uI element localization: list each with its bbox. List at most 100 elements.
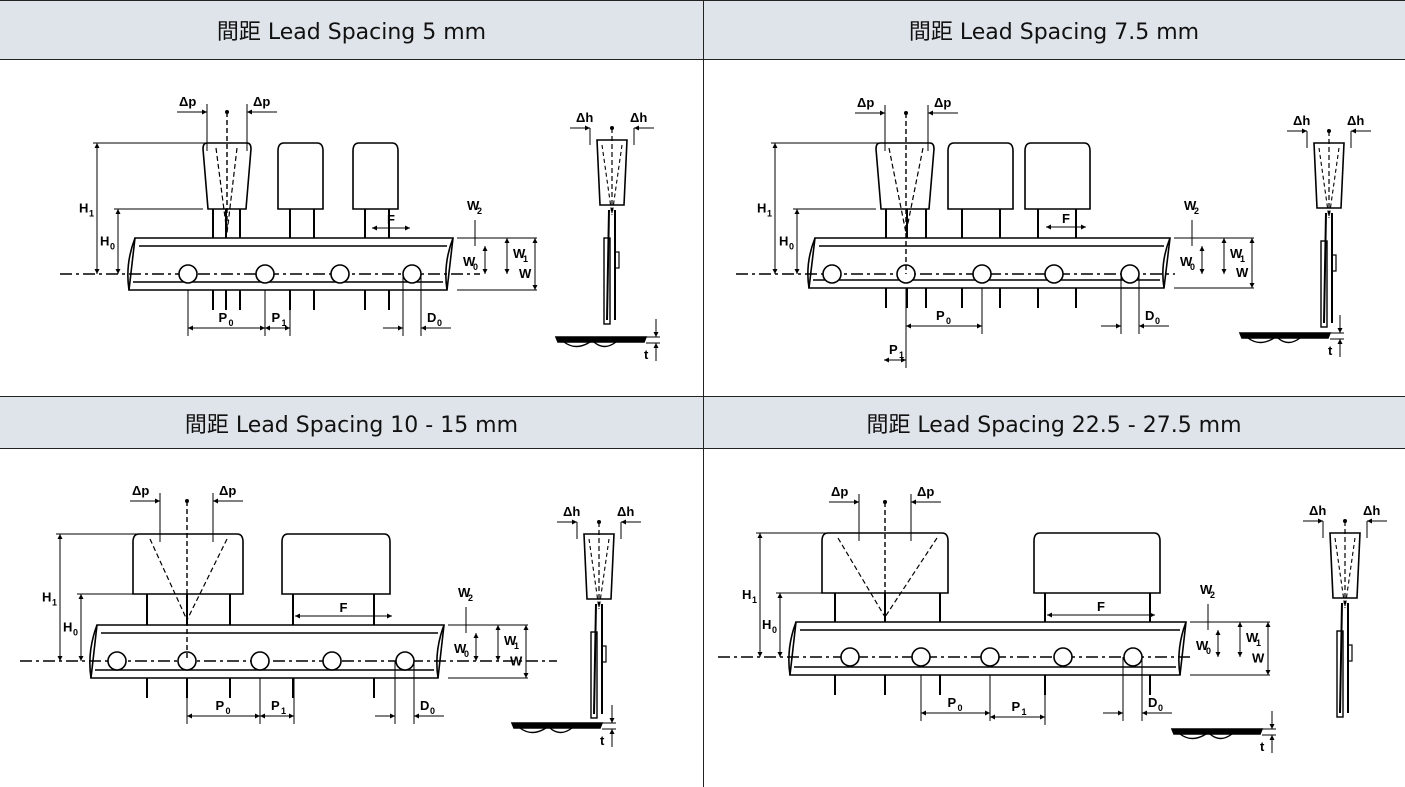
p22-side-lead <box>1339 602 1343 714</box>
p10-w1-label-sub: 1 <box>514 641 519 651</box>
p10-side-tape <box>590 631 598 719</box>
p22-tilt-dashed <box>884 537 938 618</box>
p5-p1-dim-arrow <box>265 325 270 331</box>
p22-w1-dim-arrow <box>1237 622 1243 627</box>
p10-capacitor-body <box>281 533 391 595</box>
p10-side-tilt <box>588 538 600 610</box>
p22-dp-left-label: Δp <box>831 484 848 499</box>
arrowhead <box>928 110 933 116</box>
p75-tape-section <box>1238 332 1332 339</box>
panel-title-p75: 間距 Lead Spacing 7.5 mm <box>703 0 1405 60</box>
p5-f-dim-arrow <box>372 225 377 231</box>
p10-dh-right-label: Δh <box>617 504 634 519</box>
p5-w1-dim-arrow <box>504 269 510 274</box>
p10-dp-dot <box>185 499 189 503</box>
p5-h0-label: H <box>100 234 109 249</box>
p5-w2-label-sub: 2 <box>477 206 482 216</box>
p75-side-body <box>1313 142 1345 209</box>
p75-h0-dim-arrow <box>794 209 800 214</box>
p22-dh-dot <box>1343 519 1347 523</box>
p10-w-dim-arrow <box>523 673 529 678</box>
p5-tape-end-left <box>127 237 136 291</box>
p22-dh-left-label: Δh <box>1309 503 1326 518</box>
p75-w1-dim-arrow <box>1221 238 1227 243</box>
p22-side-tilt <box>1344 537 1356 609</box>
p10-tape-end-right <box>436 624 445 679</box>
p5-w0-label-sub: 0 <box>473 262 478 272</box>
p10-tape-end-left <box>89 624 98 679</box>
p10-w0-dim-arrow <box>473 656 479 661</box>
p5-w1-dim-arrow <box>504 238 510 243</box>
p5-p1-label-sub: 1 <box>282 318 287 328</box>
arrowhead <box>854 499 859 505</box>
p22-capacitor-body <box>1033 532 1161 594</box>
p5-h1-dim-arrow <box>94 269 100 274</box>
arrowhead <box>390 713 395 719</box>
p22-w1-label: W <box>1246 630 1259 645</box>
p5-dp-right-label: Δp <box>253 94 270 109</box>
p75-tilt-dashed <box>888 147 907 234</box>
p22-w0-dim-arrow <box>1215 652 1221 657</box>
p75-p0-dim-arrow <box>977 323 982 329</box>
p22-w1-dim-arrow <box>1237 652 1243 657</box>
p10-h1-dim-arrow <box>57 656 63 661</box>
p5-tape-section <box>554 336 648 343</box>
p75-side-tilt <box>1318 147 1330 219</box>
p75-sprocket-hole <box>1044 264 1064 284</box>
p10-w2-label: W <box>458 585 471 600</box>
p22-side-body <box>1329 532 1361 599</box>
arrowhead <box>155 498 160 504</box>
p22-w0-dim-arrow <box>1215 630 1221 635</box>
arrowhead <box>911 499 916 505</box>
p22-h0-label: H <box>762 617 771 632</box>
arrowhead <box>1118 710 1123 716</box>
p75-tilt-dashed <box>905 147 924 234</box>
p5-p1-label: P <box>272 310 281 325</box>
p22-tape-section-bump <box>1179 733 1207 740</box>
p22-dh-right-label: Δh <box>1363 503 1380 518</box>
p10-p0-dim-arrow <box>255 713 260 719</box>
p75-dp-dot <box>904 111 908 115</box>
p75-p0-label: P <box>936 308 945 323</box>
p10-sprocket-hole <box>250 651 270 671</box>
p22-sprocket-hole <box>911 647 931 667</box>
p75-side-tilt <box>1328 147 1340 219</box>
p10-f-dim-arrow <box>295 613 300 619</box>
p22-tape-end-left <box>788 621 797 676</box>
p75-sprocket-hole <box>822 264 842 284</box>
p10-side-tilt <box>598 538 610 610</box>
p10-h1-label: H <box>42 590 51 605</box>
p22-tape-section <box>1170 728 1264 735</box>
p10-side-lead <box>593 603 597 715</box>
p5-w-dim-arrow <box>532 238 538 243</box>
p22-h1-dim-arrow <box>757 652 763 657</box>
p75-sprocket-hole <box>1120 264 1140 284</box>
p10-p0-label-sub: 0 <box>226 706 231 716</box>
p5-dh-left-label: Δh <box>576 110 593 125</box>
p5-p0-label-sub: 0 <box>229 318 234 328</box>
p10-tape-section <box>510 722 604 729</box>
arrowhead <box>653 332 659 337</box>
arrowhead <box>609 718 615 723</box>
arrowhead <box>880 110 885 116</box>
p75-tape-section-bump <box>1247 337 1275 344</box>
p5-w0-label: W <box>463 254 476 269</box>
p10-dh-dot <box>597 520 601 524</box>
p22-side-adhesive <box>1347 644 1353 662</box>
p10-w0-dim-arrow <box>473 633 479 638</box>
p75-d0-label-sub: 0 <box>1155 316 1160 326</box>
p75-t-label: t <box>1328 343 1333 358</box>
p75-w-dim-arrow <box>1249 238 1255 243</box>
p5-capacitor-body <box>352 142 399 210</box>
p22-side-tape <box>1336 630 1344 718</box>
p75-h0-label-sub: 0 <box>789 242 794 252</box>
arrowhead <box>653 343 659 348</box>
arrowhead <box>572 519 577 525</box>
p10-p1-label-sub: 1 <box>281 706 286 716</box>
p5-w0-dim-arrow <box>482 269 488 274</box>
p22-h1-label: H <box>742 587 751 602</box>
p75-p1-dim-arrow <box>884 357 889 363</box>
p5-d0-label-sub: 0 <box>437 318 442 328</box>
